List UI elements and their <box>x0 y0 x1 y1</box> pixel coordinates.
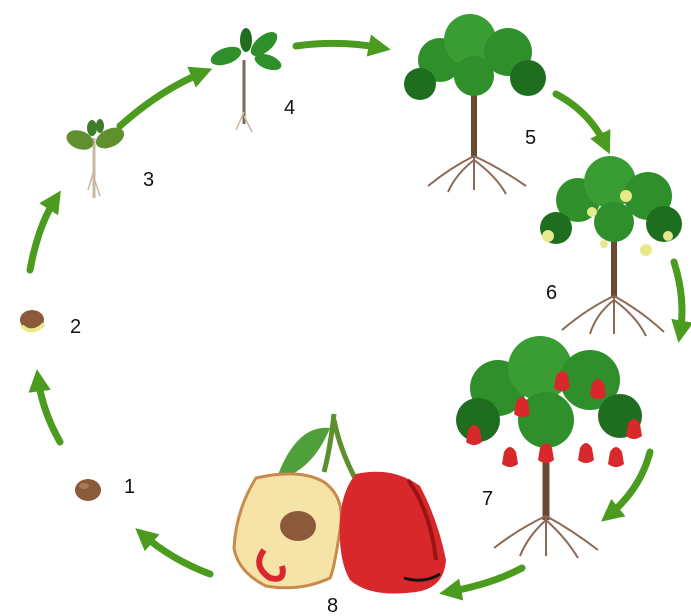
young-plant-illustration <box>208 28 283 132</box>
arrow-6-to-7 <box>674 262 682 334</box>
stage-label-3: 3 <box>143 170 154 190</box>
stage-label-4: 4 <box>284 98 295 118</box>
stage-label-2: 2 <box>70 317 81 337</box>
arrow-2-to-3 <box>30 198 56 270</box>
stage-label-1: 1 <box>124 477 135 497</box>
stage-label-5: 5 <box>525 128 536 148</box>
seedling-illustration <box>64 119 128 198</box>
germinating-seed-illustration <box>20 310 44 331</box>
fruiting-tree-illustration <box>456 336 642 558</box>
fruit-with-seed-illustration <box>234 414 446 594</box>
stage-label-7: 7 <box>482 489 493 509</box>
arrow-8-to-next-a <box>448 568 522 592</box>
young-tree-illustration <box>404 14 546 194</box>
flowering-tree-illustration <box>540 156 682 336</box>
stage-label-6: 6 <box>546 283 557 303</box>
stage-label-8: 8 <box>327 596 338 616</box>
arrow-1-to-2 <box>38 378 60 442</box>
arrow-5-to-6 <box>556 94 606 146</box>
arrow-8-to-1 <box>142 534 210 574</box>
arrow-3-to-4 <box>120 72 204 126</box>
seed-illustration <box>75 479 101 501</box>
arrow-4-to-5 <box>296 43 382 48</box>
